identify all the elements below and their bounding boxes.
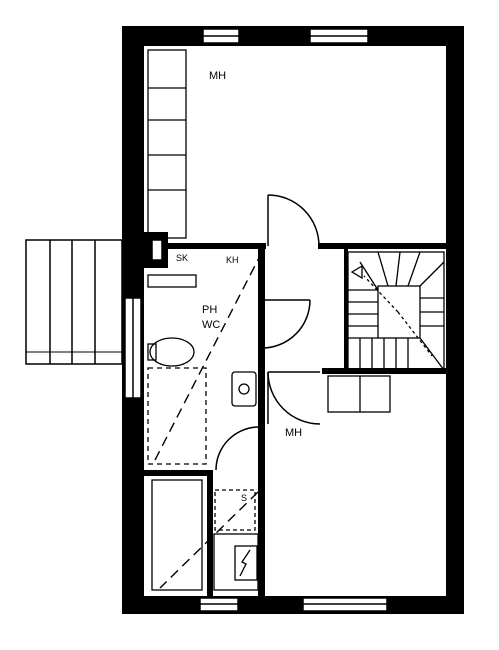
wardrobe-top xyxy=(147,49,187,239)
doors xyxy=(215,194,321,471)
fixtures xyxy=(147,274,391,591)
wall-right-lower xyxy=(446,248,464,614)
windows xyxy=(124,28,388,612)
desk-bottom-bedroom xyxy=(327,375,391,413)
door-bath xyxy=(261,299,311,349)
wall-bedroom2-top xyxy=(322,368,446,374)
door-bottom-bedroom xyxy=(267,371,321,425)
stove xyxy=(234,545,258,581)
wall-right-upper xyxy=(446,26,464,248)
section-lines xyxy=(153,251,263,589)
sauna-bench xyxy=(214,489,256,531)
wall-top xyxy=(122,26,464,46)
room-label-bathroom-line1: PH xyxy=(202,304,218,316)
sink xyxy=(231,371,257,407)
door-closet xyxy=(215,426,260,471)
wall-hall-top xyxy=(318,243,446,249)
shower-area xyxy=(147,367,207,465)
bath-counter xyxy=(147,274,197,288)
closet-shelves xyxy=(151,479,203,591)
room-label-bathroom-line2: WC xyxy=(202,319,221,331)
room-label-bedroom-top: MH xyxy=(209,70,227,82)
closet-inner xyxy=(151,239,163,261)
wall-center-vertical xyxy=(258,243,265,596)
door-top-bedroom xyxy=(267,194,320,247)
laundry-label: KH xyxy=(226,255,239,265)
staircase xyxy=(347,251,445,371)
exterior-stairs xyxy=(25,239,123,365)
wall-closet-divider xyxy=(207,470,213,596)
wall-bath-bottom xyxy=(144,470,212,476)
wall-bedroom-bottom xyxy=(144,243,266,249)
wall-bottom xyxy=(122,596,464,614)
closet-label: SK xyxy=(176,253,189,263)
exterior-walls xyxy=(122,26,464,614)
toilet xyxy=(149,337,195,367)
room-label-bedroom-bottom: MH xyxy=(285,427,303,439)
sauna-label: S xyxy=(241,493,248,503)
wall-stair-left xyxy=(344,249,348,371)
